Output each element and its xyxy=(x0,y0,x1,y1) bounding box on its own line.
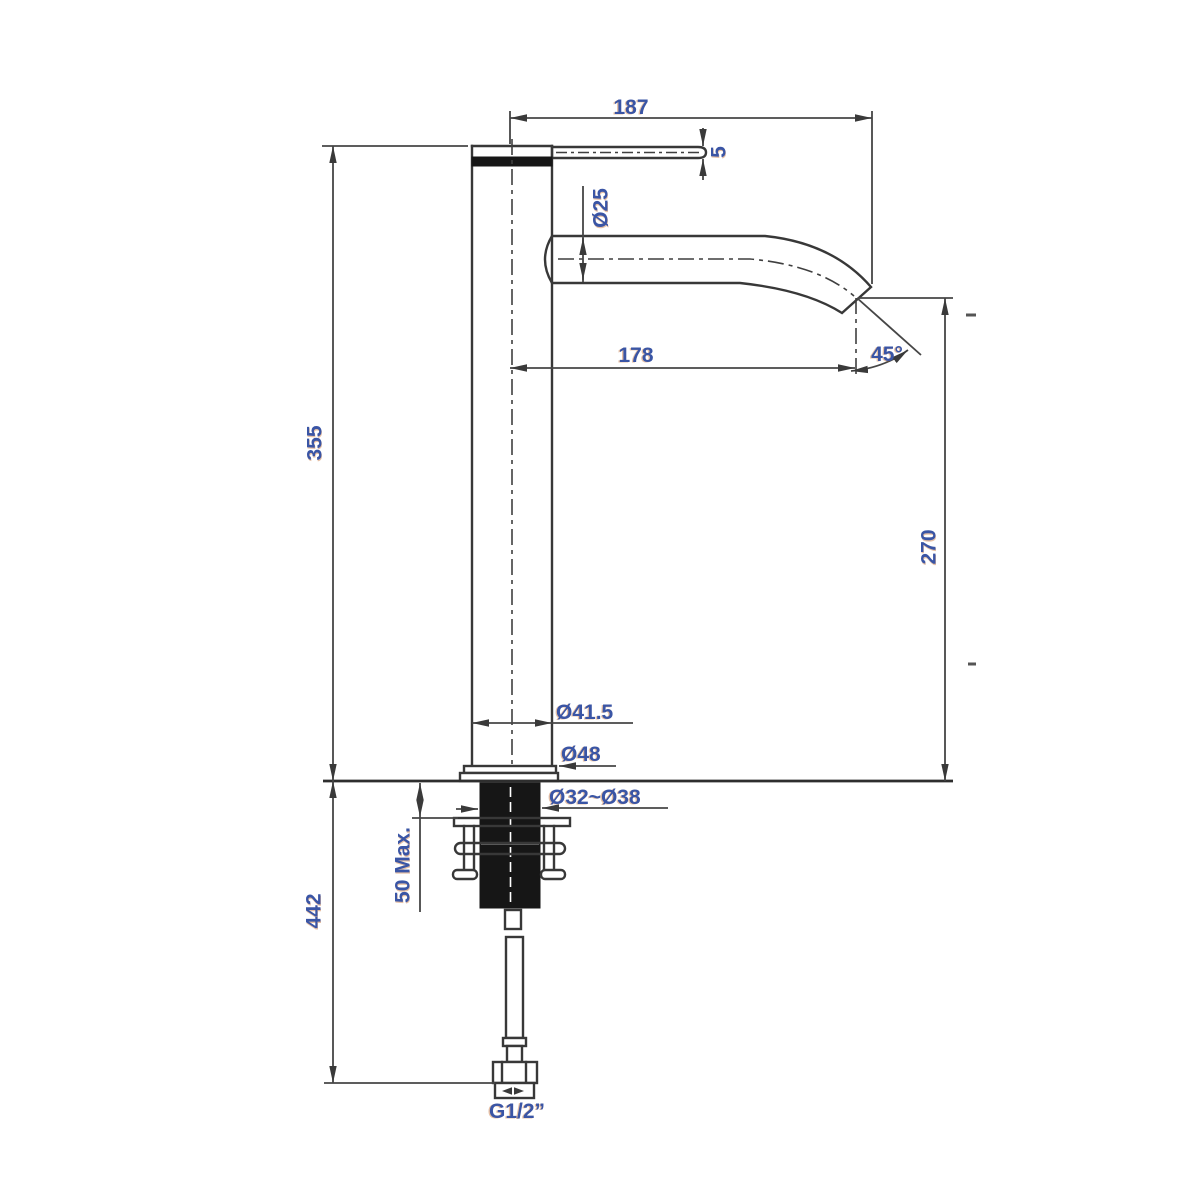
dimension-overall-reach: 187 xyxy=(509,96,873,284)
thread-arrow-left xyxy=(502,1087,512,1095)
dimension-outlet-angle: 45° xyxy=(850,297,922,374)
dimension-overall-height: 442 xyxy=(303,781,495,1084)
spout-outline xyxy=(543,234,873,315)
threaded-shank xyxy=(479,782,541,909)
shank-body xyxy=(479,782,541,909)
nut-foot-right xyxy=(539,868,567,881)
dim-g12-label: G1/2” xyxy=(489,1100,545,1123)
hex-nut xyxy=(491,1060,539,1085)
dimension-lever-thickness: 5 xyxy=(699,128,731,180)
dimension-deck-thickness: 50 Max. xyxy=(392,783,458,912)
dimension-mounting-hole: Ø32~Ø38 xyxy=(456,786,668,813)
dimension-base-diameter: Ø48 xyxy=(559,743,616,770)
dimension-inlet-thread: G1/2” xyxy=(489,1100,545,1123)
dim-48-label: Ø48 xyxy=(561,743,601,766)
supply-pipe xyxy=(501,908,528,1064)
faucet-body xyxy=(470,139,554,782)
dimension-spout-diameter: Ø25 xyxy=(579,186,613,282)
dimension-spout-height: 270 xyxy=(858,297,953,781)
dim-45-label: 45° xyxy=(871,343,903,366)
tail-piece xyxy=(503,908,523,931)
dim-50-max-label: 50 Max. xyxy=(392,827,415,903)
dim-187-label: 187 xyxy=(613,96,648,119)
dim-355-label: 355 xyxy=(304,425,327,460)
handle-lever xyxy=(550,145,708,160)
dimension-body-diameter: Ø41.5 xyxy=(472,701,633,727)
pipe xyxy=(504,935,525,1040)
dim-442-label: 442 xyxy=(303,893,326,928)
dim-270-label: 270 xyxy=(918,529,941,564)
base-flange xyxy=(458,764,560,783)
pipe-neck xyxy=(505,1044,524,1064)
dim-25-label: Ø25 xyxy=(590,188,613,228)
nut-foot-left xyxy=(451,868,479,881)
dim-32-38-label: Ø32~Ø38 xyxy=(549,786,641,809)
dim-41-5-label: Ø41.5 xyxy=(556,701,614,724)
dimension-body-height: 355 xyxy=(304,145,468,781)
dim-5-label: 5 xyxy=(708,146,731,158)
thread-arrow-right xyxy=(514,1087,524,1095)
top-washer xyxy=(452,816,572,828)
spout xyxy=(543,234,873,377)
dimension-spout-reach: 178 xyxy=(510,344,855,372)
spout-centerline xyxy=(558,258,855,297)
inlet-connector xyxy=(491,1060,539,1100)
mounting-nut xyxy=(451,816,572,881)
dim-178-label: 178 xyxy=(618,344,653,367)
nut-crossbar xyxy=(453,841,567,856)
